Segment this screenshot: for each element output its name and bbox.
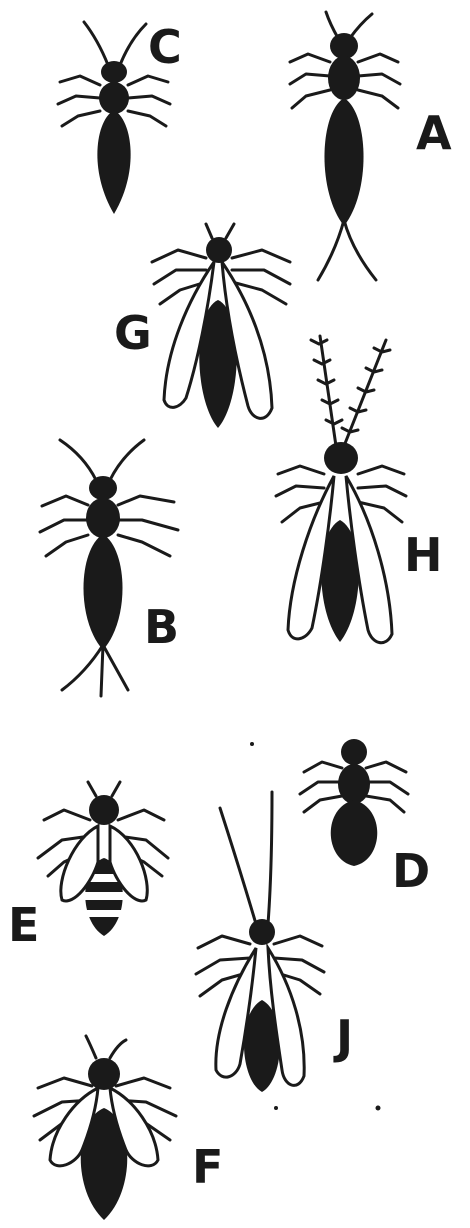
label-a: A <box>416 110 452 156</box>
ink-speck <box>274 1106 278 1110</box>
insect-f <box>34 1036 176 1220</box>
ink-speck <box>250 742 254 746</box>
label-e: E <box>8 902 39 948</box>
label-h: H <box>404 532 443 578</box>
label-f: F <box>192 1144 223 1190</box>
insect-g <box>152 224 290 428</box>
insect-e <box>38 782 168 936</box>
ink-speck <box>376 1106 381 1111</box>
insect-a <box>290 12 400 280</box>
label-g: G <box>114 310 152 356</box>
label-j: J <box>336 1014 353 1060</box>
insect-b <box>40 440 178 696</box>
label-c: C <box>148 24 182 70</box>
label-d: D <box>392 848 430 894</box>
label-b: B <box>144 604 179 650</box>
insect-j <box>196 792 324 1092</box>
insect-h <box>276 336 406 643</box>
